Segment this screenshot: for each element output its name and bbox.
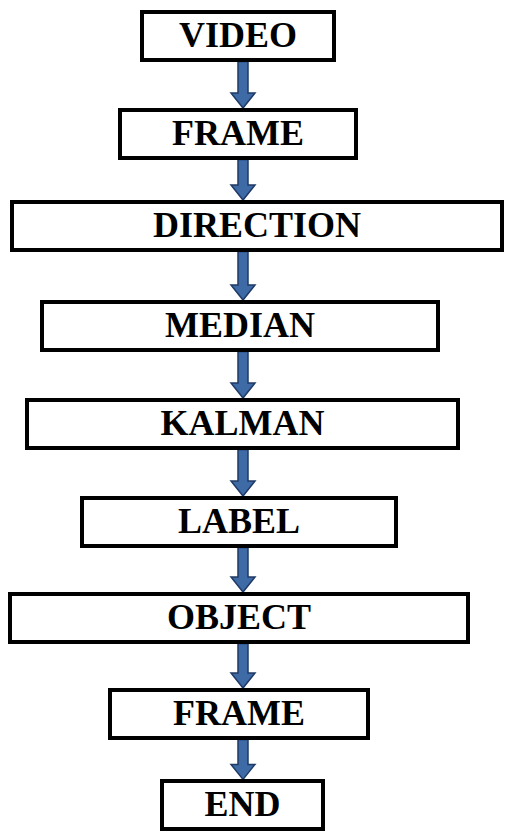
process-box: LABEL <box>80 496 398 548</box>
process-box: OBJECT <box>8 592 470 644</box>
process-box: DIRECTION <box>10 200 504 252</box>
process-box: VIDEO <box>140 10 336 62</box>
block-arrow <box>231 252 255 300</box>
block-arrow <box>231 450 255 496</box>
process-box: MEDIAN <box>40 300 440 352</box>
block-arrow <box>231 740 255 780</box>
process-box: FRAME <box>108 688 370 740</box>
block-arrow <box>231 160 255 200</box>
block-arrow <box>231 62 255 108</box>
process-box: FRAME <box>118 108 358 160</box>
box-label: FRAME <box>163 692 315 736</box>
box-label: VIDEO <box>169 14 307 58</box>
block-arrow <box>231 644 255 688</box>
box-label: KALMAN <box>151 402 335 446</box>
process-box: KALMAN <box>25 398 460 450</box>
process-box: END <box>160 779 325 831</box>
box-label: FRAME <box>162 112 314 156</box>
block-arrow <box>231 548 255 592</box>
block-arrow <box>231 352 255 398</box>
box-label: MEDIAN <box>155 304 325 348</box>
box-label: END <box>194 783 290 827</box>
box-label: LABEL <box>168 500 310 544</box>
box-label: OBJECT <box>157 596 321 640</box>
box-label: DIRECTION <box>143 204 371 248</box>
